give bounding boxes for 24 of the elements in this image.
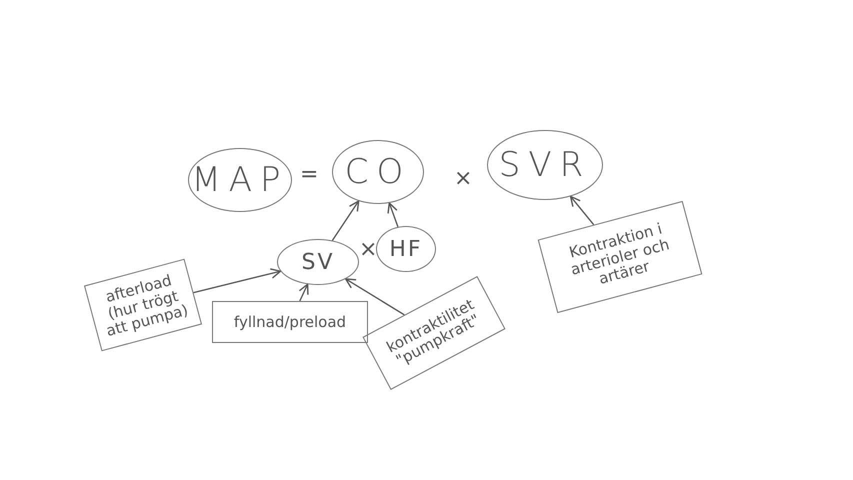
operator-symbol: ×	[454, 168, 472, 190]
ellipse-node	[332, 140, 424, 204]
ellipse-node	[376, 226, 436, 272]
node-label: SV	[301, 250, 334, 274]
node-label: HF	[389, 236, 423, 262]
operator-symbol: =	[300, 164, 318, 186]
node-label: SVR	[498, 145, 592, 185]
ellipse-node	[188, 148, 292, 212]
ellipse-node	[487, 130, 603, 200]
arrow	[570, 196, 594, 226]
arrow	[332, 200, 360, 241]
arrow	[193, 268, 282, 294]
arrow	[298, 284, 309, 302]
ellipse-node	[277, 239, 359, 285]
node-label: fyllnad/preload	[234, 314, 346, 330]
note-box	[212, 301, 368, 343]
node-label: MAP	[191, 160, 289, 200]
node-label: CO	[344, 152, 412, 192]
operator-symbol: ×	[359, 239, 378, 261]
arrow	[345, 278, 405, 316]
note-box	[362, 276, 506, 390]
note-box	[538, 200, 702, 314]
note-box	[84, 258, 202, 352]
arrow	[387, 202, 399, 228]
